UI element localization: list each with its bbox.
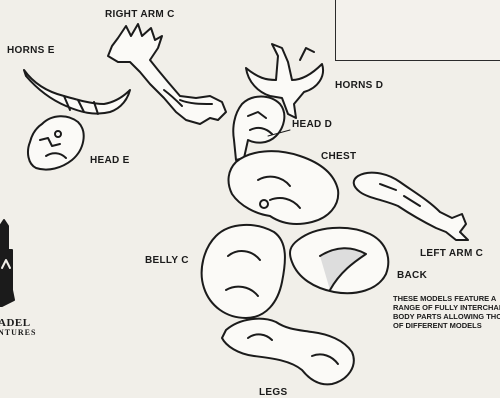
note-line-1: THESE MODELS FEATURE A bbox=[393, 294, 500, 303]
note-line-3: BODY PARTS ALLOWING THOUSANDS bbox=[393, 312, 500, 321]
label-horns-d: HORNS D bbox=[335, 80, 383, 91]
label-legs: LEGS bbox=[259, 387, 287, 398]
belly-c-part bbox=[202, 225, 285, 318]
interchangeable-parts-note: THESE MODELS FEATURE A RANGE OF FULLY IN… bbox=[393, 294, 500, 330]
citadel-miniatures-wordmark: ADEL NTURES bbox=[0, 318, 36, 338]
info-box bbox=[335, 0, 500, 61]
logo-line-2: NTURES bbox=[0, 328, 36, 338]
logo-line-1: ADEL bbox=[0, 318, 36, 328]
label-belly-c: BELLY C bbox=[145, 255, 189, 266]
label-back: BACK bbox=[397, 270, 427, 281]
back-part bbox=[290, 228, 388, 293]
label-head-d: HEAD D bbox=[292, 119, 332, 130]
legs-part bbox=[222, 319, 354, 385]
chest-part bbox=[229, 151, 339, 224]
label-left-arm-c: LEFT ARM C bbox=[420, 248, 483, 259]
label-right-arm-c: RIGHT ARM C bbox=[105, 9, 175, 20]
note-line-4: OF DIFFERENT MODELS bbox=[393, 321, 500, 330]
label-chest: CHEST bbox=[321, 151, 356, 162]
left-arm-c-part bbox=[354, 173, 468, 240]
label-horns-e: HORNS E bbox=[7, 45, 55, 56]
right-arm-c-part bbox=[108, 24, 226, 124]
citadel-tower-logo bbox=[0, 220, 14, 306]
head-e-part bbox=[28, 116, 84, 169]
note-line-2: RANGE OF FULLY INTERCHANGEABLE bbox=[393, 303, 500, 312]
horns-e-part bbox=[24, 70, 130, 114]
label-head-e: HEAD E bbox=[90, 155, 130, 166]
